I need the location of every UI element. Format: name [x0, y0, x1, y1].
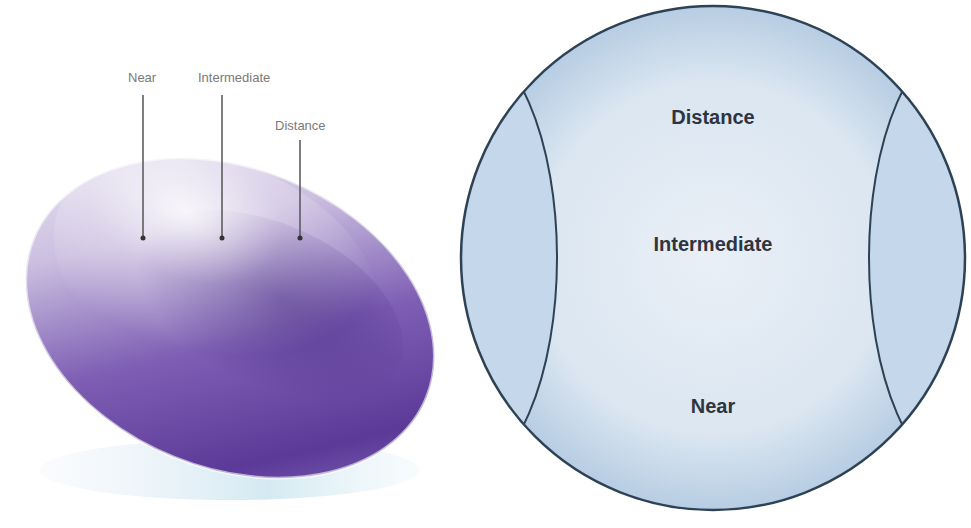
- zone-label: Intermediate: [198, 70, 270, 85]
- leader-dot: [141, 236, 303, 241]
- zone-name: Intermediate: [654, 233, 773, 256]
- contact-lens: [0, 100, 483, 528]
- zone-label: Near: [128, 70, 156, 85]
- leader-line: [143, 95, 300, 237]
- lens-zone-circle: DistanceIntermediateNear: [459, 4, 967, 512]
- zone-label: Distance: [275, 118, 326, 133]
- circle-outline: [459, 4, 967, 512]
- zone-name: Distance: [671, 106, 754, 129]
- zone-name: Near: [691, 395, 735, 418]
